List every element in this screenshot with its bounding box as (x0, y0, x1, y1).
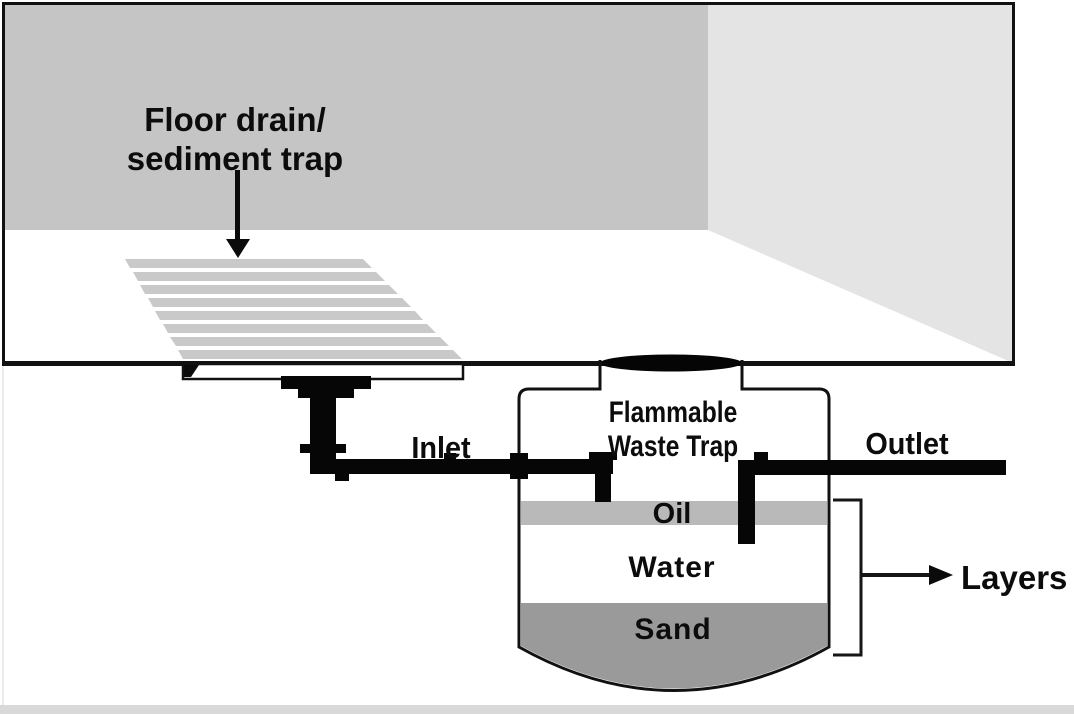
elbow-nub (335, 473, 349, 481)
grate-stripe (133, 272, 385, 281)
floor-drain-grate (125, 259, 462, 359)
grate-stripe (148, 298, 411, 307)
grate-stripe (155, 311, 423, 320)
room-border-right (1012, 2, 1015, 366)
oil-layer (521, 501, 827, 525)
layers-arrow-icon (861, 565, 953, 585)
layers-bracket (833, 498, 863, 657)
layers-label: Layers (961, 559, 1068, 596)
inlet-horizontal-pipe (310, 459, 613, 474)
tank-title-line2: Waste Trap (607, 430, 739, 463)
grate-stripe (140, 285, 398, 294)
outlet-label: Outlet (865, 426, 949, 461)
room-border-left (2, 2, 5, 366)
pipe-joint (444, 453, 456, 460)
grate-stripe (163, 324, 436, 333)
floor-drain-label: Floor drain/ sediment trap (85, 100, 385, 178)
water-label: Water (628, 551, 716, 584)
tray-left-wedge (184, 365, 199, 377)
tank-title-line1: Flammable (608, 396, 738, 429)
drain-fitting (281, 376, 371, 389)
floor-drain-label-line2: sediment trap (126, 140, 344, 177)
tank-wall-flange (510, 453, 528, 479)
inlet-label: Inlet (411, 430, 471, 465)
inlet-pipe (281, 376, 617, 502)
grate-stripe (170, 337, 449, 346)
bottom-edge-strip (0, 705, 1074, 714)
inlet-elbow-cap (589, 452, 617, 460)
outlet-elbow-cap (754, 452, 768, 460)
grate-stripe (178, 350, 462, 359)
room-back-wall (4, 4, 708, 230)
tank-title-label: Flammable Waste Trap (591, 396, 755, 464)
tank-opening (600, 354, 742, 372)
down-arrow-icon (226, 170, 250, 258)
outlet-riser-pipe (738, 460, 755, 544)
oil-label: Oil (652, 498, 692, 530)
floor-line (2, 361, 1015, 366)
grate-stripe (125, 259, 372, 268)
waste-trap-tank-outline (517, 360, 831, 692)
floor-drain-label-line1: Floor drain/ (144, 101, 326, 138)
image-left-edge (2, 366, 4, 706)
pipe-coupling (300, 444, 346, 453)
outlet-pipe (738, 452, 1006, 544)
room-side-wall (708, 4, 1013, 363)
sand-layer (521, 603, 827, 689)
sand-label: Sand (634, 613, 712, 646)
outlet-horizontal-pipe (742, 460, 1006, 475)
room-border-top (2, 2, 1015, 5)
inlet-drop-pipe (595, 459, 611, 502)
